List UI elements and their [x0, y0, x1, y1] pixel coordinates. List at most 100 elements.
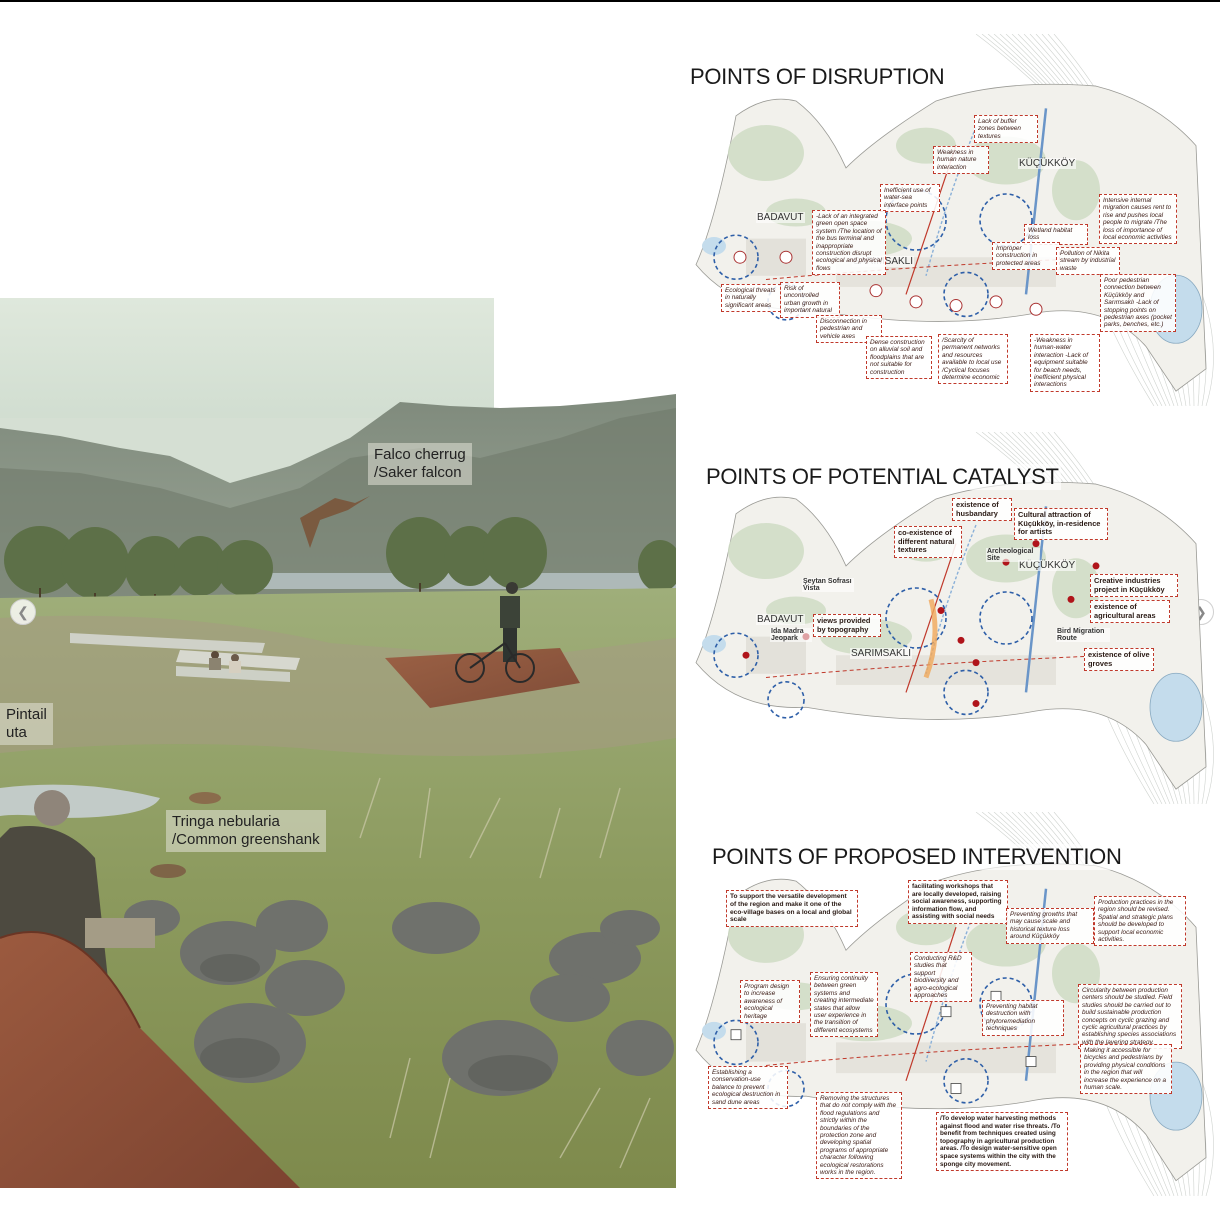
map-disruption: POINTS OF DISRUPTION BADAVUT SARIMSAKLI … — [676, 33, 1220, 407]
focus-circle — [943, 669, 989, 716]
note: existence of olive groves — [1084, 648, 1154, 672]
note: Lack of buffer zones between textures — [974, 115, 1038, 144]
catalyst-marker — [1032, 540, 1040, 548]
falcon-label-latin: Falco cherrug — [374, 446, 466, 463]
catalyst-marker — [937, 607, 945, 615]
chevron-right-icon: ❯ — [1195, 603, 1207, 620]
focus-circle — [979, 193, 1033, 247]
disruption-title: POINTS OF DISRUPTION — [688, 64, 947, 90]
green-area — [728, 523, 804, 580]
note: Risk of uncontrolled urban growth in imp… — [780, 282, 840, 318]
disruption-marker — [869, 284, 883, 298]
road — [765, 654, 1117, 679]
catalyst-title: POINTS OF POTENTIAL CATALYST — [704, 464, 1061, 490]
note: Disconnection in pedestrian and vehicle … — [816, 315, 882, 344]
landscape-illustration — [0, 298, 676, 1188]
intervention-marker — [730, 1029, 742, 1041]
note: Wetland habitat loss — [1024, 224, 1088, 245]
green-area — [728, 125, 804, 182]
place-bird-migration: Bird Migration Route — [1056, 628, 1110, 642]
note: Intensive internal migration causes rent… — [1099, 194, 1177, 245]
catalyst-marker — [742, 651, 750, 659]
focus-circle — [885, 587, 947, 649]
note: Ensuring continuity between green system… — [810, 972, 878, 1038]
catalyst-axis — [923, 598, 938, 679]
carousel-prev-button[interactable]: ❮ — [10, 599, 36, 625]
place-badavut: BADAVUT — [756, 212, 805, 223]
note: facilitating workshops that are locally … — [908, 880, 1008, 924]
place-archeological-site: Archeological Site — [986, 548, 1040, 562]
top-border — [0, 0, 1220, 2]
urban-area — [836, 1042, 1056, 1074]
note: /Scarcity of permanent networks and reso… — [938, 334, 1008, 385]
pintail-label-line2: uta — [6, 724, 27, 741]
urban-area — [746, 636, 806, 674]
road — [905, 543, 957, 693]
note: Weakness in human nature interaction — [933, 146, 989, 175]
catalyst-marker — [972, 659, 980, 667]
green-area — [1052, 558, 1100, 619]
disruption-marker — [733, 250, 747, 264]
lake — [1149, 672, 1203, 742]
stream — [1024, 108, 1048, 295]
note: co-existence of different natural textur… — [894, 526, 962, 558]
greenshank-label: Tringa nebularia /Common greenshank — [166, 810, 326, 852]
focus-circle — [713, 632, 759, 678]
catalyst-marker — [957, 636, 965, 644]
place-sarimsakli: SARIMSAKLI — [850, 648, 913, 659]
landscape-render: Falco cherrug /Saker falcon Pintail uta … — [0, 298, 676, 1188]
map-intervention: POINTS OF PROPOSED INTERVENTION To suppo… — [676, 811, 1220, 1197]
catalyst-marker — [1067, 595, 1075, 603]
map-catalyst: POINTS OF POTENTIAL CATALYST BADAVUT SAR… — [676, 431, 1220, 805]
focus-circle — [767, 681, 805, 719]
note: Ecological threats in naturally signific… — [721, 284, 781, 313]
note: Creative industries project in Küçükköy — [1090, 574, 1178, 598]
catalyst-marker — [1092, 562, 1100, 570]
note: -Lack of an integrated green open space … — [812, 210, 886, 276]
note: -Weakness in human-water interaction -La… — [1030, 334, 1100, 392]
focus-circle — [979, 591, 1033, 645]
green-area — [1052, 160, 1100, 221]
intervention-marker — [1025, 1056, 1037, 1068]
falcon-label-common: /Saker falcon — [374, 464, 462, 481]
intervention-marker — [940, 1006, 952, 1018]
catalyst-marker — [972, 700, 980, 708]
note: Cultural attraction of Küçükköy, in-resi… — [1014, 508, 1108, 540]
note: Conducting R&D studies that support biod… — [910, 952, 972, 1003]
note: Production practices in the region shoul… — [1094, 896, 1186, 947]
falcon-label: Falco cherrug /Saker falcon — [368, 443, 472, 485]
note: Removing the structures that do not comp… — [816, 1092, 902, 1180]
disruption-marker — [949, 299, 963, 313]
focus-circle — [943, 271, 989, 318]
urban-area — [836, 655, 1056, 685]
note: Preventing growths that may cause scale … — [1006, 908, 1094, 944]
chevron-left-icon: ❮ — [17, 603, 29, 620]
note: Poor pedestrian connection between Küçük… — [1100, 274, 1176, 332]
place-seytan-sofrasi: Şeytan Sofrası Vista — [802, 578, 854, 592]
focus-circle — [713, 1019, 759, 1066]
note: Dense construction on alluvial soil and … — [866, 336, 932, 380]
disruption-marker — [1029, 302, 1043, 316]
intervention-title: POINTS OF PROPOSED INTERVENTION — [710, 844, 1124, 870]
greenshank-label-latin: Tringa nebularia — [172, 813, 280, 830]
place-ida-madra: Ida Madra Jeopark — [770, 628, 812, 642]
note: existence of agricultural areas — [1090, 600, 1170, 624]
note: Improper construction in protected areas — [992, 242, 1060, 271]
place-kucukkoy: KÜÇÜKKÖY — [1018, 158, 1077, 169]
note: Inefficient use of water-sea interface p… — [880, 184, 940, 213]
pintail-label: Pintail uta — [0, 703, 53, 745]
disruption-marker — [989, 295, 1003, 309]
note: Program design to increase awareness of … — [740, 980, 800, 1024]
pintail-label-line1: Pintail — [6, 706, 47, 723]
urban-area — [746, 1023, 806, 1062]
disruption-marker — [909, 295, 923, 309]
place-badavut: BADAVUT — [756, 614, 805, 625]
note: /To develop water harvesting methods aga… — [936, 1112, 1068, 1172]
disruption-marker — [779, 250, 793, 264]
note: Establishing a conservation-use balance … — [708, 1066, 788, 1110]
note: Circularity between production centers s… — [1078, 984, 1182, 1050]
intervention-marker — [950, 1083, 962, 1094]
focus-circle — [943, 1057, 989, 1104]
place-kucukkoy: KÜÇÜKKÖY — [1018, 560, 1077, 571]
note: To support the versatile development of … — [726, 890, 858, 928]
